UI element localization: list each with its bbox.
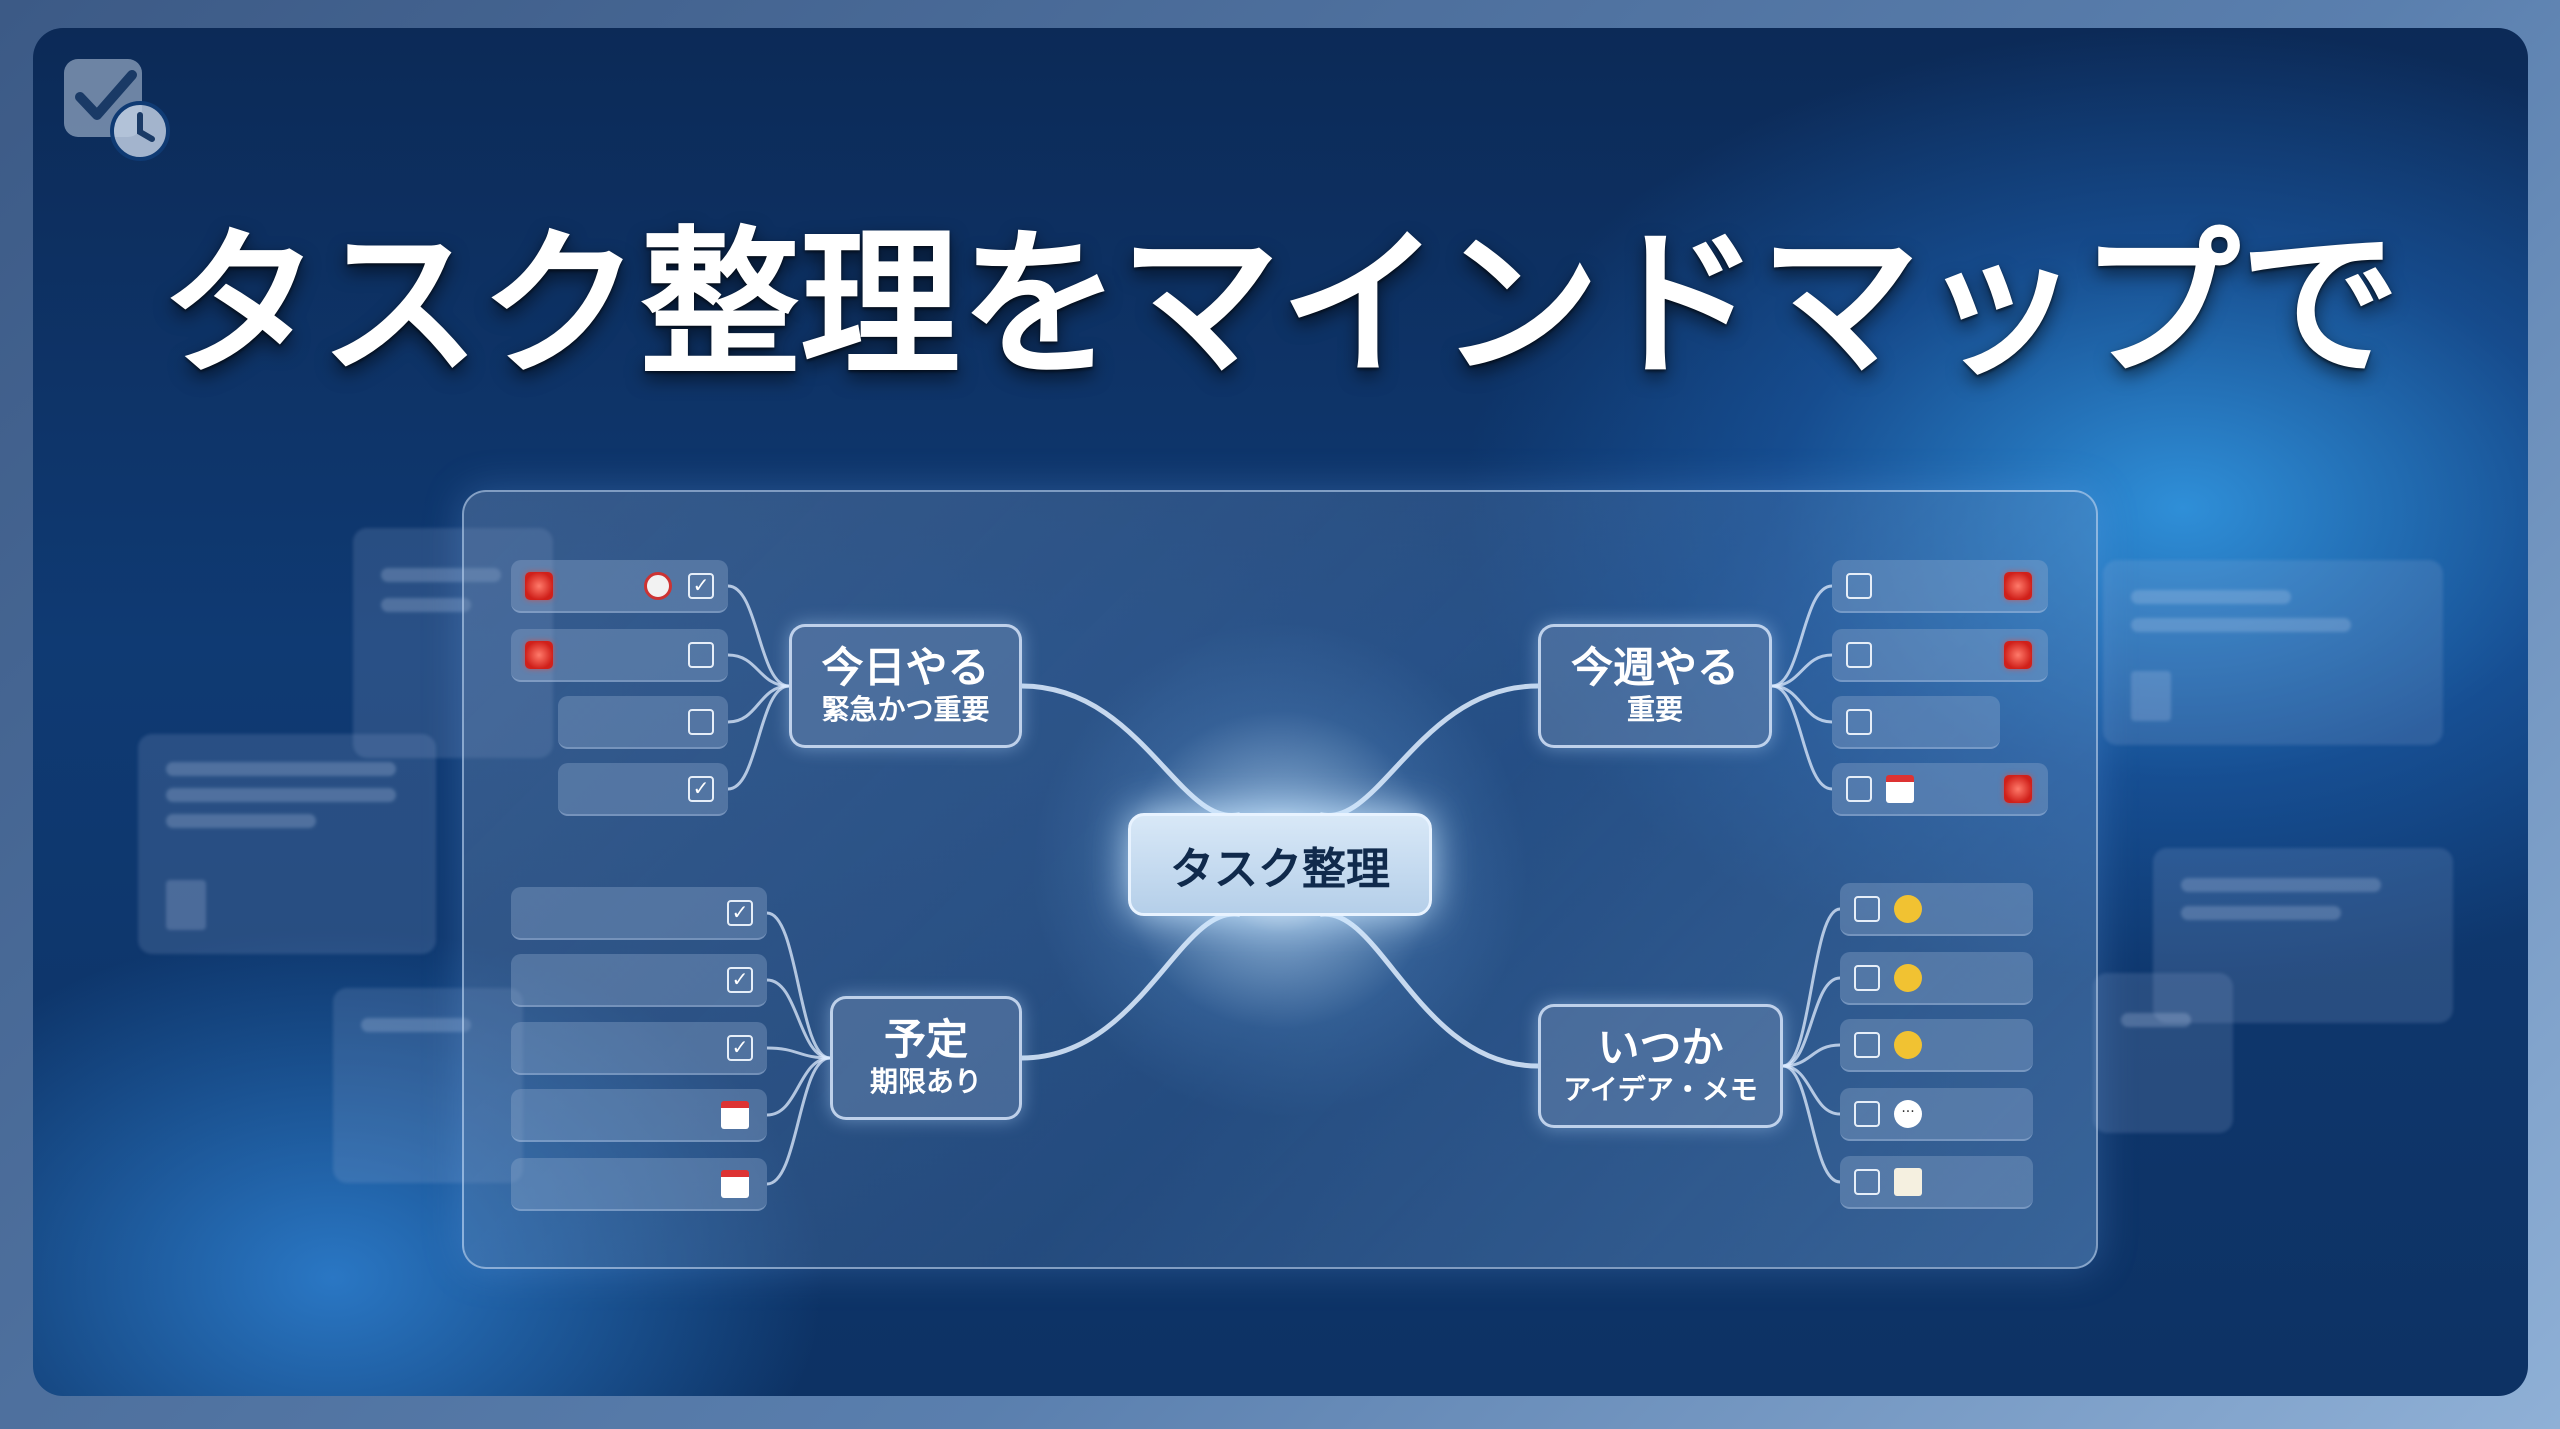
task-checkbox[interactable]: ✓ xyxy=(727,1035,753,1061)
task-item[interactable] xyxy=(1840,1156,2033,1209)
center-node[interactable]: タスク整理 xyxy=(1128,813,1432,916)
task-checkbox[interactable] xyxy=(1846,709,1872,735)
task-checkbox[interactable] xyxy=(1854,1032,1880,1058)
task-checkbox[interactable] xyxy=(1854,1169,1880,1195)
siren-icon xyxy=(525,641,553,669)
page-title: タスク整理をマインドマップで xyxy=(159,211,2400,398)
branch-node-today[interactable]: 今日やる 緊急かつ重要 xyxy=(789,624,1022,748)
alarm-clock-icon xyxy=(644,572,672,600)
task-item[interactable] xyxy=(1832,629,2048,682)
task-checkbox[interactable] xyxy=(1846,776,1872,802)
thumbs-up-icon xyxy=(1894,964,1922,992)
memo-icon xyxy=(1894,1168,1922,1196)
branch-label: いつか xyxy=(1597,1022,1724,1072)
siren-icon xyxy=(2004,572,2032,600)
branch-sublabel: 緊急かつ重要 xyxy=(821,692,990,726)
branch-sublabel: 期限あり xyxy=(869,1064,982,1098)
task-checkbox[interactable]: ✓ xyxy=(727,967,753,993)
background-card xyxy=(333,988,523,1183)
emoji-icon xyxy=(1894,1031,1922,1059)
task-checkbox[interactable]: ✓ xyxy=(688,573,714,599)
task-item[interactable] xyxy=(1832,763,2048,816)
siren-icon xyxy=(525,572,553,600)
task-checkbox[interactable]: ✓ xyxy=(688,776,714,802)
task-item[interactable] xyxy=(1840,952,2033,1005)
siren-icon xyxy=(2004,641,2032,669)
branch-node-week[interactable]: 今週やる 重要 xyxy=(1538,624,1772,748)
calendar-icon xyxy=(721,1101,749,1129)
task-item[interactable] xyxy=(1840,1019,2033,1072)
background-card xyxy=(138,734,436,954)
task-item[interactable]: ··· xyxy=(1840,1088,2033,1141)
task-checkbox[interactable] xyxy=(1846,573,1872,599)
branch-node-someday[interactable]: いつか アイデア・メモ xyxy=(1538,1004,1783,1128)
task-item[interactable]: ✓ xyxy=(511,1022,767,1075)
center-node-label: タスク整理 xyxy=(1170,843,1390,895)
background-card xyxy=(2093,973,2233,1133)
graduation-cap-icon xyxy=(1894,895,1922,923)
task-item[interactable]: ✓ xyxy=(511,560,728,613)
branch-sublabel: 重要 xyxy=(1626,692,1683,726)
check-clock-icon xyxy=(64,59,170,161)
siren-icon xyxy=(2004,775,2032,803)
calendar-icon xyxy=(721,1170,749,1198)
task-item[interactable]: ✓ xyxy=(511,954,767,1007)
task-checkbox[interactable] xyxy=(1854,896,1880,922)
branch-node-scheduled[interactable]: 予定 期限あり xyxy=(830,996,1022,1120)
task-checkbox[interactable] xyxy=(688,709,714,735)
task-item[interactable] xyxy=(1832,560,2048,613)
task-item[interactable] xyxy=(511,1089,767,1142)
task-checkbox[interactable] xyxy=(1854,965,1880,991)
task-checkbox[interactable] xyxy=(688,642,714,668)
background-card xyxy=(2103,560,2443,745)
task-item[interactable] xyxy=(558,696,728,749)
speech-bubble-icon: ··· xyxy=(1894,1100,1922,1128)
branch-label: 予定 xyxy=(883,1014,968,1064)
task-item[interactable]: ✓ xyxy=(511,887,767,940)
calendar-icon xyxy=(1886,775,1914,803)
task-item[interactable] xyxy=(1832,696,2000,749)
branch-label: 今日やる xyxy=(821,642,990,692)
task-checkbox[interactable] xyxy=(1846,642,1872,668)
task-item[interactable] xyxy=(1840,883,2033,936)
task-item[interactable] xyxy=(511,629,728,682)
branch-sublabel: アイデア・メモ xyxy=(1563,1072,1758,1106)
task-item[interactable] xyxy=(511,1158,767,1211)
background-card xyxy=(2153,848,2453,1023)
branch-label: 今週やる xyxy=(1570,642,1739,692)
task-checkbox[interactable]: ✓ xyxy=(727,900,753,926)
task-checkbox[interactable] xyxy=(1854,1101,1880,1127)
task-item[interactable]: ✓ xyxy=(558,763,728,816)
